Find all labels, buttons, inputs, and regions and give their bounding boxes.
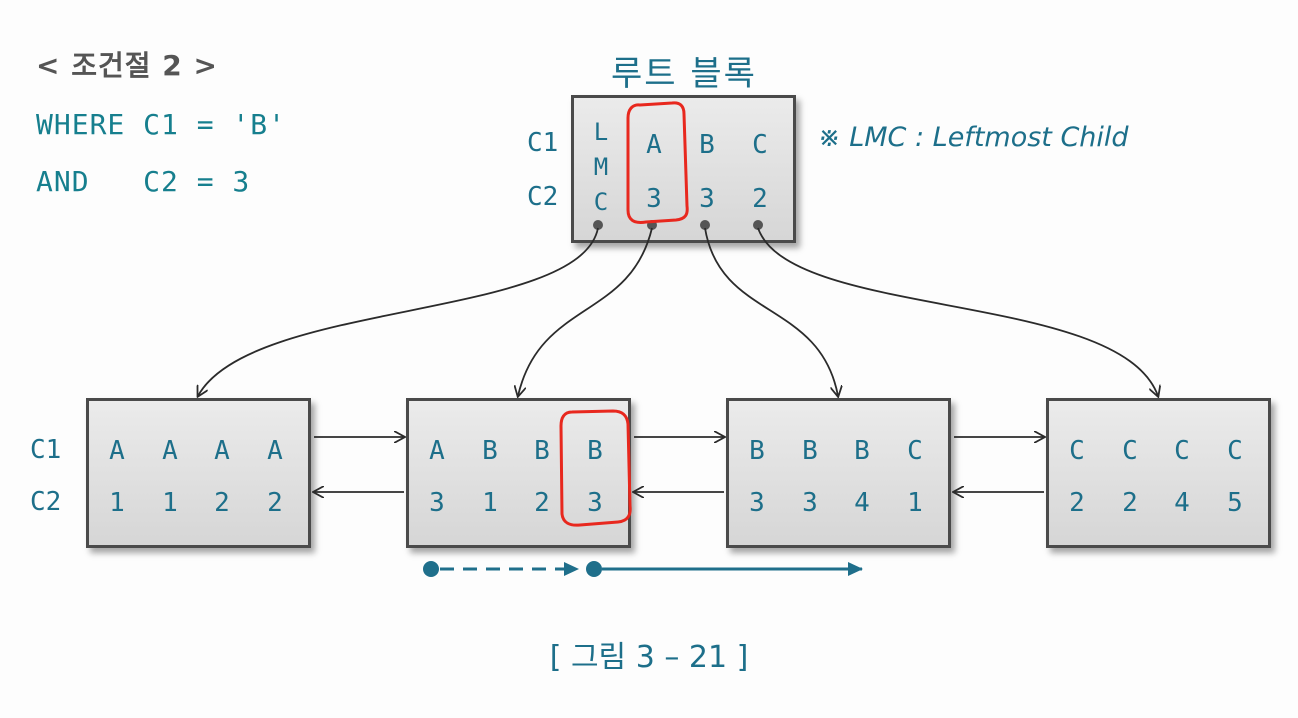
child-pointer-arrow xyxy=(518,227,653,396)
leaf-c1-cell: C xyxy=(1174,436,1190,466)
leaf-c2-cell: 1 xyxy=(907,488,923,518)
leaf-c2-label: C2 xyxy=(30,487,62,517)
leaf-c1-cell: B xyxy=(749,436,765,466)
root-c1-cell: B xyxy=(699,130,715,160)
leaf-c2-cell: 3 xyxy=(429,488,445,518)
leaf-block-4: C C C C 2 2 4 5 xyxy=(1046,398,1271,548)
root-c1-cell: C xyxy=(752,130,768,160)
sql-where-line: WHERE C1 = 'B' xyxy=(36,108,287,141)
lmc-note: ※ LMC : Leftmost Child xyxy=(818,122,1129,153)
leaf-c2-cell: 3 xyxy=(749,488,765,518)
leaf-c1-cell: A xyxy=(267,436,283,466)
root-c1-cell: A xyxy=(646,130,662,160)
root-c2-cell: 3 xyxy=(646,184,662,214)
leaf-c2-cell: 3 xyxy=(587,488,603,518)
leaf-c1-cell: A xyxy=(162,436,178,466)
child-pointer-arrow xyxy=(198,227,599,396)
lmc-letter: L xyxy=(593,118,609,146)
leaf-c1-cell: B xyxy=(802,436,818,466)
leaf-c1-cell: C xyxy=(1122,436,1138,466)
root-c2-cell: 3 xyxy=(699,184,715,214)
pointer-dot xyxy=(593,220,603,230)
leaf-c1-cell: B xyxy=(482,436,498,466)
leaf-c2-cell: 3 xyxy=(802,488,818,518)
scan-found-dot xyxy=(586,561,602,577)
leaf-c2-cell: 5 xyxy=(1227,488,1243,518)
root-c1-label: C1 xyxy=(527,128,559,158)
leaf-block-1: A A A A 1 1 2 2 xyxy=(86,398,311,548)
lmc-letter: M xyxy=(593,153,609,181)
leaf-c1-cell: A xyxy=(429,436,445,466)
leaf-c1-cell: C xyxy=(1227,436,1243,466)
leaf-c1-cell: A xyxy=(109,436,125,466)
leaf-c1-cell: B xyxy=(587,436,603,466)
leaf-c2-cell: 1 xyxy=(162,488,178,518)
child-pointer-arrow xyxy=(757,227,1158,396)
leaf-c1-cell: A xyxy=(214,436,230,466)
leaf-c2-cell: 1 xyxy=(109,488,125,518)
leaf-c1-cell: C xyxy=(907,436,923,466)
leaf-c2-cell: 2 xyxy=(1122,488,1138,518)
pointer-dot xyxy=(700,220,710,230)
root-highlight-outline xyxy=(626,101,689,224)
leaf-c2-cell: 1 xyxy=(482,488,498,518)
pointer-dot xyxy=(753,220,763,230)
leaf-block-3: B B B C 3 3 4 1 xyxy=(726,398,951,548)
leaf-highlight-outline xyxy=(559,409,632,527)
condition-title: < 조건절 2 > xyxy=(36,49,218,82)
leaf-c2-cell: 4 xyxy=(854,488,870,518)
leaf-c2-cell: 2 xyxy=(534,488,550,518)
leaf-c1-cell: C xyxy=(1069,436,1085,466)
figure-caption: [ 그림 3 – 21 ] xyxy=(549,640,749,675)
sql-and-line: AND C2 = 3 xyxy=(36,165,251,198)
leaf-c1-label: C1 xyxy=(30,435,62,465)
root-block-title: 루트 블록 xyxy=(611,54,757,94)
child-pointer-arrow xyxy=(704,227,838,396)
leaf-c2-cell: 2 xyxy=(267,488,283,518)
leaf-c2-cell: 2 xyxy=(214,488,230,518)
root-c2-cell: 2 xyxy=(752,184,768,214)
leaf-c1-cell: B xyxy=(854,436,870,466)
leaf-c2-cell: 4 xyxy=(1174,488,1190,518)
leaf-c2-cell: 2 xyxy=(1069,488,1085,518)
leaf-c1-cell: B xyxy=(534,436,550,466)
root-c2-label: C2 xyxy=(527,182,559,212)
scan-start-dot xyxy=(423,561,439,577)
lmc-letter: C xyxy=(593,188,609,216)
